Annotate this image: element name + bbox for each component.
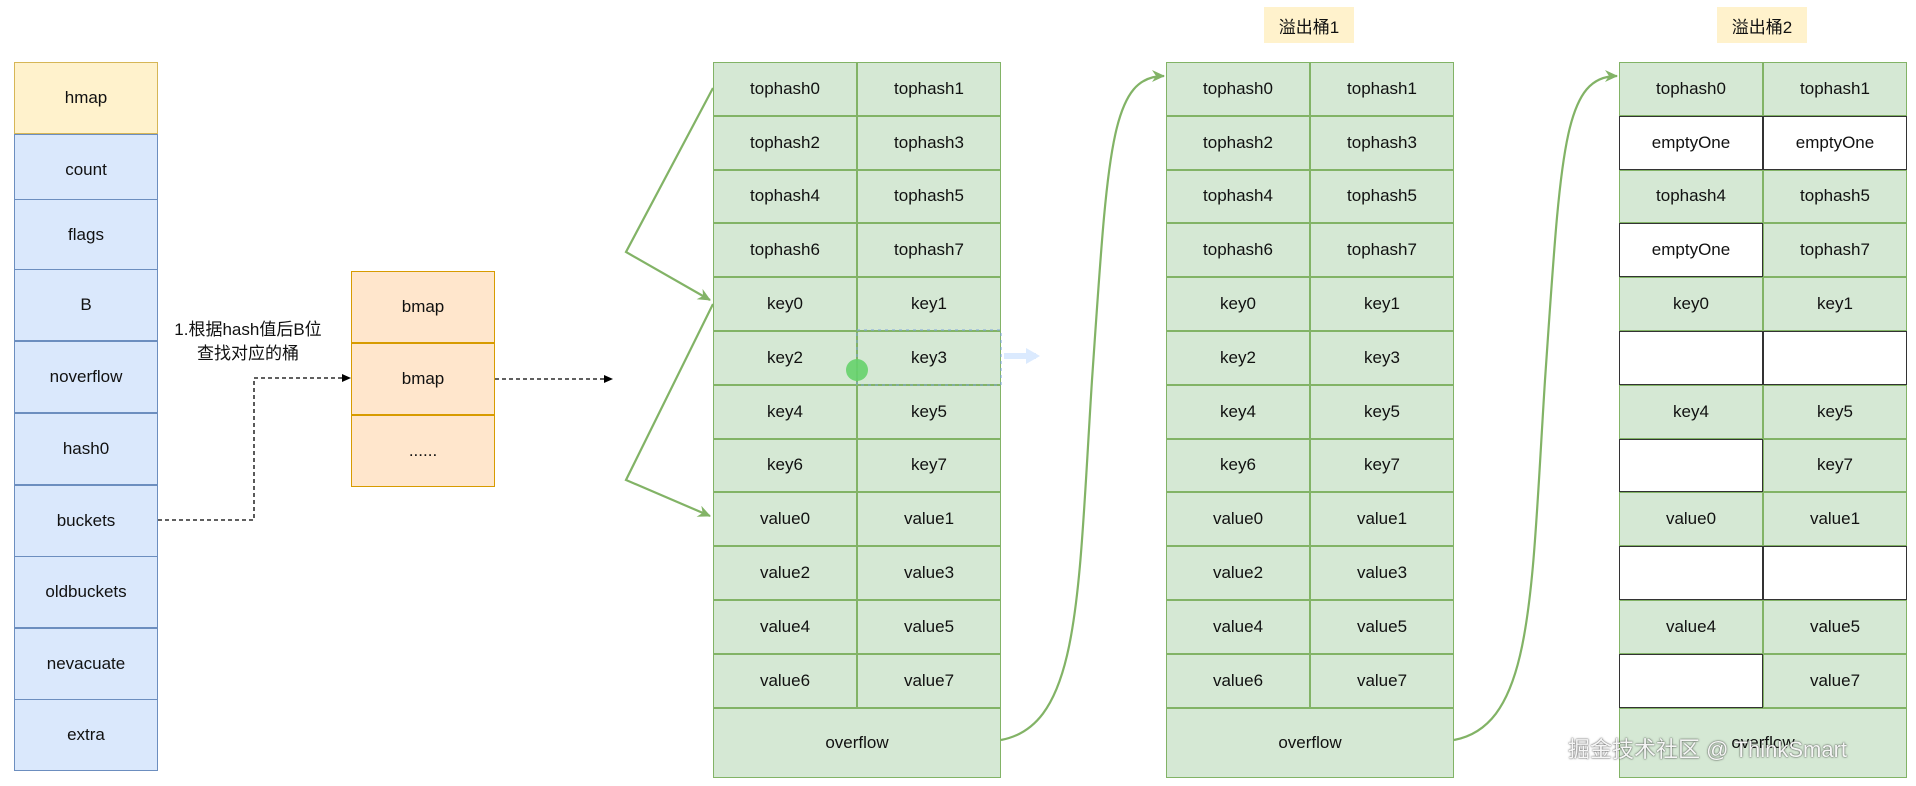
bucket-cell: key4 xyxy=(1619,384,1763,439)
hmap-field-count: count xyxy=(14,134,158,206)
bucket-cell: key3 xyxy=(857,331,1001,385)
bucket-cell: key0 xyxy=(1166,277,1310,331)
bucket-cell: key4 xyxy=(713,384,857,439)
bucket-cell: key2 xyxy=(1166,331,1310,385)
bucket-cell: tophash3 xyxy=(1310,115,1454,170)
lookup-annotation-line1: 1.根据hash值后B位 xyxy=(174,320,322,339)
bucket-cell: key7 xyxy=(1763,438,1907,493)
overflow-link-1 xyxy=(1000,70,1165,742)
hmap-field-extra: extra xyxy=(14,699,158,771)
bucket-cell: tophash4 xyxy=(1619,169,1763,224)
overflow-link-2 xyxy=(1453,70,1618,742)
bucket-cell: value6 xyxy=(713,653,857,708)
bucket-cell: tophash3 xyxy=(857,115,1001,170)
bucket-cell: value5 xyxy=(1310,600,1454,654)
bucket-cell: tophash5 xyxy=(857,169,1001,224)
bucket-cell: key6 xyxy=(1166,438,1310,493)
bucket-array-item: ...... xyxy=(351,415,495,487)
hmap-field-noverflow: noverflow xyxy=(14,341,158,413)
bucket-cell: tophash7 xyxy=(1763,223,1907,278)
bucket-cell-empty xyxy=(1619,546,1763,600)
overflow-pointer-cell: overflow xyxy=(713,707,1001,778)
bucket-cell: tophash6 xyxy=(713,223,857,278)
bucket-cell: value2 xyxy=(713,546,857,600)
bucket-cell: tophash1 xyxy=(857,62,1001,116)
bucket-array-item: bmap xyxy=(351,271,495,343)
bucket-cell: tophash7 xyxy=(1310,223,1454,278)
bucket-cell: tophash5 xyxy=(1310,169,1454,224)
bucket-array-item: bmap xyxy=(351,343,495,415)
bucket-cell-empty: emptyOne xyxy=(1619,115,1763,170)
bucket-cell: key1 xyxy=(1763,277,1907,331)
bucket-cell: key5 xyxy=(1763,384,1907,439)
bucket-cell: value3 xyxy=(1310,546,1454,600)
hmap-field-oldbuckets: oldbuckets xyxy=(14,556,158,628)
bucket-cell: key6 xyxy=(713,438,857,493)
bucket-cell: value4 xyxy=(1166,600,1310,654)
watermark: 掘金技术社区 @ ThinkSmart xyxy=(1568,737,1848,762)
bucket-cell: value5 xyxy=(857,600,1001,654)
brace-arrow-tophash-to-key xyxy=(624,87,714,301)
bucket-cell: tophash2 xyxy=(713,115,857,170)
bucket-cell: key4 xyxy=(1166,384,1310,439)
bucket-cell-empty xyxy=(1619,438,1763,493)
overflow-pointer-cell: overflow xyxy=(1619,707,1907,778)
bucket-cell: tophash7 xyxy=(857,223,1001,278)
bucket-cell: tophash1 xyxy=(1763,62,1907,116)
bucket-cell: key0 xyxy=(713,277,857,331)
overflow-bucket-2-title: 溢出桶2 xyxy=(1717,7,1807,43)
bucket-cell: value1 xyxy=(1310,492,1454,547)
hmap-field-b: B xyxy=(14,269,158,341)
hmap-title: hmap xyxy=(14,62,158,134)
lookup-annotation: 1.根据hash值后B位 查找对应的桶 xyxy=(158,318,338,366)
bucket-cell: value7 xyxy=(1310,653,1454,708)
bucket-cell-empty xyxy=(1619,331,1763,385)
hmap-field-hash0: hash0 xyxy=(14,413,158,485)
bucket-cell-empty: emptyOne xyxy=(1763,115,1907,170)
bucket-cell: key5 xyxy=(1310,384,1454,439)
overflow-bucket-1-title: 溢出桶1 xyxy=(1264,7,1354,43)
hmap-field-flags: flags xyxy=(14,199,158,271)
bucket-cell: tophash0 xyxy=(1166,62,1310,116)
bucket-cell: value4 xyxy=(713,600,857,654)
selection-marquee xyxy=(846,329,1040,386)
bucket-cell: value1 xyxy=(1763,492,1907,547)
bucket-cell: value5 xyxy=(1763,600,1907,654)
bucket-cell: value7 xyxy=(857,653,1001,708)
bucket-cell: value1 xyxy=(857,492,1001,547)
bucket-cell: value0 xyxy=(713,492,857,547)
bucket-cell: tophash1 xyxy=(1310,62,1454,116)
bucket-cell: tophash0 xyxy=(1619,62,1763,116)
brace-arrow-key-to-value xyxy=(624,303,714,518)
bucket-cell: key5 xyxy=(857,384,1001,439)
buckets-to-bmap-arrow xyxy=(158,374,351,521)
bucket-cell: value7 xyxy=(1763,653,1907,708)
bucket-cell: value0 xyxy=(1619,492,1763,547)
bucket-cell: tophash5 xyxy=(1763,169,1907,224)
bucket-cell: key0 xyxy=(1619,277,1763,331)
bucket-cell: key3 xyxy=(1310,331,1454,385)
bucket-cell: value4 xyxy=(1619,600,1763,654)
bucket-cell: tophash2 xyxy=(1166,115,1310,170)
bucket-cell-empty xyxy=(1763,546,1907,600)
lookup-annotation-line2: 查找对应的桶 xyxy=(197,344,299,363)
bucket-cell: tophash4 xyxy=(713,169,857,224)
bucket-cell: value2 xyxy=(1166,546,1310,600)
bucket-cell: tophash4 xyxy=(1166,169,1310,224)
overflow-pointer-cell: overflow xyxy=(1166,707,1454,778)
bucket-cell: key7 xyxy=(857,438,1001,493)
bucket-cell-empty: emptyOne xyxy=(1619,223,1763,278)
bucket-cell: value3 xyxy=(857,546,1001,600)
bucket-cell: tophash6 xyxy=(1166,223,1310,278)
bucket-cell: value6 xyxy=(1166,653,1310,708)
bucket-cell: value0 xyxy=(1166,492,1310,547)
bucket-cell-empty xyxy=(1763,331,1907,385)
bucket-cell-empty xyxy=(1619,653,1763,708)
bucket-cell: key7 xyxy=(1310,438,1454,493)
hmap-field-buckets: buckets xyxy=(14,485,158,557)
bucket-cell: key1 xyxy=(1310,277,1454,331)
bucket-cell: key2 xyxy=(713,331,857,385)
